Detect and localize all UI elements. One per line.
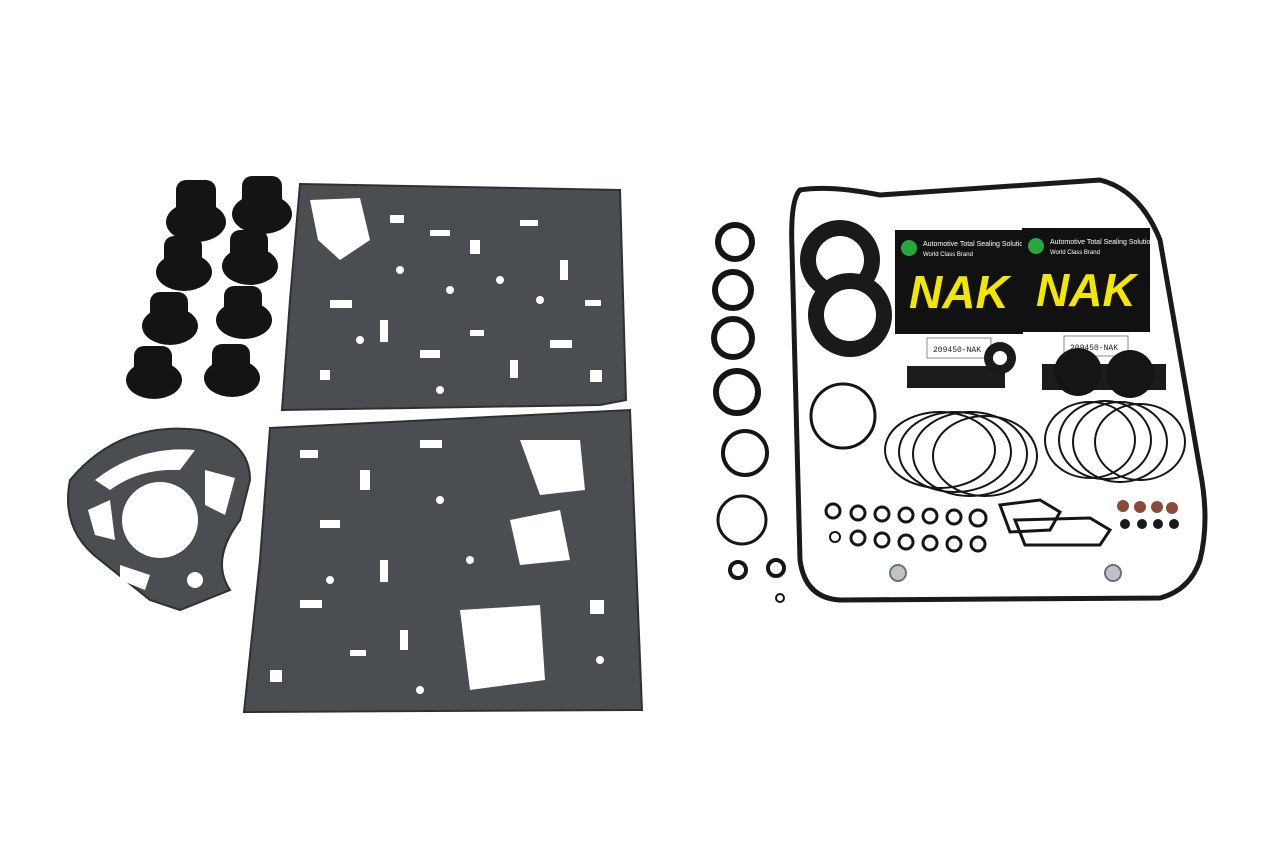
packet-code: 209450-NAK	[933, 346, 981, 355]
pan-gasket	[789, 177, 1208, 603]
rubber-cap	[126, 346, 182, 399]
rubber-cap	[204, 344, 260, 397]
packet-code: 209450-NAK	[1070, 344, 1118, 353]
packet-tagline: Automotive Total Sealing Solutions	[923, 241, 1031, 248]
rubber-cap	[222, 230, 278, 285]
lower-plate-gasket	[242, 408, 644, 714]
rubber-cap-round	[1106, 350, 1154, 398]
steel-ball	[889, 564, 907, 582]
packet-subline: World Class Brand	[1050, 250, 1100, 256]
rubber-cap	[166, 180, 226, 242]
shaft-seals	[800, 220, 892, 450]
packet-brand: NAK	[1036, 264, 1138, 316]
steel-ball	[1104, 564, 1122, 582]
nak-logo-icon	[901, 240, 917, 256]
round-gasket	[67, 427, 252, 612]
washers	[1117, 500, 1179, 529]
small-o-rings	[824, 502, 988, 553]
nak-packet: Automotive Total Sealing Solutions World…	[1022, 228, 1158, 357]
packet-tagline: Automotive Total Sealing Solutions	[1050, 239, 1158, 246]
shaped-gasket	[1012, 516, 1113, 547]
sealing-rings-right	[1044, 400, 1186, 483]
shaped-gasket	[997, 498, 1063, 534]
rubber-cap	[142, 292, 198, 345]
o-ring-column	[711, 222, 786, 603]
rubber-caps	[126, 176, 292, 399]
rubber-cap-round	[1054, 348, 1102, 396]
nak-logo-icon	[1028, 238, 1044, 254]
rubber-strip	[907, 366, 1005, 388]
rubber-cap	[232, 176, 292, 234]
packet-brand: NAK	[909, 266, 1011, 318]
nak-packet: Automotive Total Sealing Solutions World…	[895, 230, 1031, 359]
rubber-cap	[216, 286, 272, 339]
rubber-cap	[156, 236, 212, 291]
packet-subline: World Class Brand	[923, 252, 973, 258]
upper-plate-gasket	[280, 182, 628, 412]
sealing-rings-left	[884, 411, 1038, 497]
